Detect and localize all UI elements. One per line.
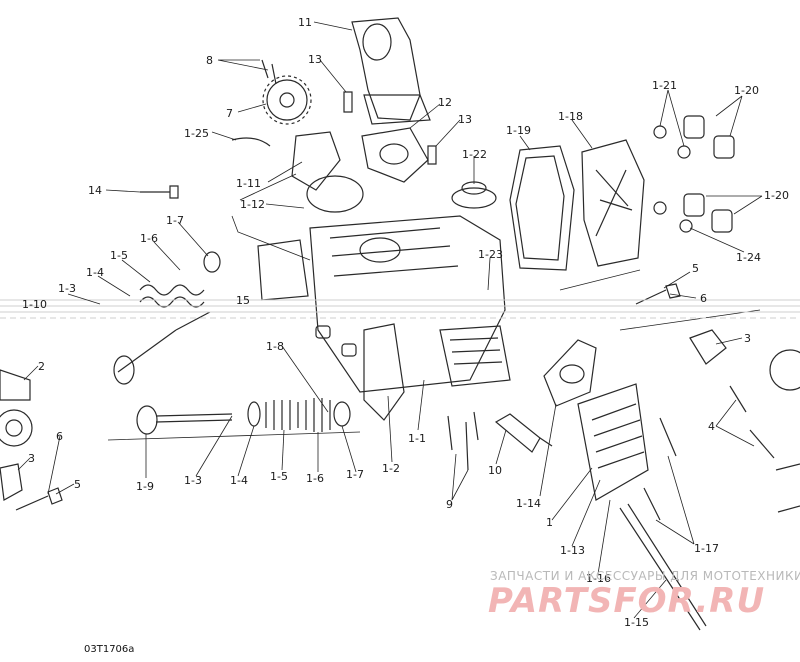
subassembly-outline: [107, 173, 761, 441]
manifold-gasket: [361, 127, 429, 183]
clip: [231, 137, 271, 147]
camshaft-left: [0, 369, 33, 447]
camshaft-right: [769, 349, 800, 513]
callout-labels: 11 8 13 12 13 7 1-25 1-11 1-22 1-19 1-18…: [22, 16, 789, 629]
bolt-14: [140, 185, 179, 199]
side-cover: [577, 383, 649, 501]
leader-lines: [17, 21, 763, 619]
callout-2: 2: [38, 360, 45, 373]
bolt-right: [635, 283, 681, 305]
callout-1: 1: [546, 516, 553, 529]
rocker-arm-left: [0, 463, 23, 501]
callout-1-22: 1-22: [462, 148, 487, 161]
bolt-left: [15, 487, 63, 511]
long-stud: [619, 503, 707, 631]
rocker-pins: [729, 385, 775, 459]
callout-12: 12: [438, 96, 452, 109]
bolt-1-17: [643, 417, 677, 521]
callout-1-20-a: 1-20: [734, 84, 759, 97]
callout-7: 7: [226, 107, 233, 120]
bolt-13-b: [427, 145, 437, 165]
callout-1-9: 1-9: [136, 480, 154, 493]
callout-1-19: 1-19: [506, 124, 531, 137]
callout-1-3-lower: 1-3: [184, 474, 202, 487]
o-ring: [306, 175, 364, 213]
intake-manifold: [351, 17, 431, 125]
callout-1-5-upper: 1-5: [110, 249, 128, 262]
callout-5-right: 5: [692, 262, 699, 275]
callout-13-b: 13: [458, 113, 472, 126]
watermark: ЗАПЧАСТИ И АКСЕССУАРЫ ДЛЯ МОТОТЕХНИКИ PA…: [488, 569, 800, 621]
callout-14: 14: [88, 184, 102, 197]
valve-upper: [113, 311, 211, 385]
callout-3-left: 3: [28, 452, 35, 465]
valve-cover: [581, 139, 645, 267]
callout-1-21: 1-21: [652, 79, 677, 92]
callout-1-4-upper: 1-4: [86, 266, 104, 279]
callout-1-13: 1-13: [560, 544, 585, 557]
callout-1-10: 1-10: [22, 298, 47, 311]
callout-1-7-lower: 1-7: [346, 468, 364, 481]
callout-1-1: 1-1: [408, 432, 426, 445]
callout-11: 11: [298, 16, 312, 29]
callout-9: 9: [446, 498, 453, 511]
figure-code: 03T1706a: [84, 644, 134, 655]
callout-1-15: 1-15: [624, 616, 649, 629]
callout-1-16: 1-16: [586, 572, 611, 585]
callout-1-25: 1-25: [184, 127, 209, 140]
watermark-brand: PARTSFOR.RU: [488, 581, 765, 621]
callout-1-8: 1-8: [266, 340, 284, 353]
callout-15: 15: [236, 294, 250, 307]
callout-1-24: 1-24: [736, 251, 761, 264]
callout-1-18: 1-18: [558, 110, 583, 123]
callout-1-12: 1-12: [240, 198, 265, 211]
callout-1-23: 1-23: [478, 248, 503, 261]
callout-1-6-lower: 1-6: [306, 472, 324, 485]
callout-1-11: 1-11: [236, 177, 261, 190]
part-drawings: [0, 17, 800, 631]
callout-1-4-lower: 1-4: [230, 474, 248, 487]
oil-passages: [315, 325, 357, 357]
callout-6-left: 6: [56, 430, 63, 443]
head-gasket: [363, 323, 405, 421]
callout-8: 8: [206, 54, 213, 67]
callout-1-2: 1-2: [382, 462, 400, 475]
callout-10: 10: [488, 464, 502, 477]
cylinder-head: [309, 215, 511, 393]
callout-1-17: 1-17: [694, 542, 719, 555]
callout-1-7-upper: 1-7: [166, 214, 184, 227]
valve-cover-gasket: [509, 145, 575, 271]
chain-guide: [291, 131, 341, 191]
callout-6-right: 6: [700, 292, 707, 305]
scan-noise-band: [0, 299, 800, 319]
callout-3-right: 3: [744, 332, 751, 345]
cam-sprocket: [262, 75, 312, 125]
rocker-arm-right: [689, 329, 727, 365]
breather: [451, 181, 497, 209]
springs-lower: [247, 398, 351, 432]
callout-5-left: 5: [74, 478, 81, 491]
spark-plug: [494, 413, 553, 453]
callout-1-14: 1-14: [516, 497, 541, 510]
bolt-13-a: [343, 91, 353, 113]
valve-lower: [136, 405, 233, 435]
callout-13-a: 13: [308, 53, 322, 66]
studs: [447, 411, 479, 471]
exhaust-gasket: [543, 339, 597, 407]
springs-upper: [139, 251, 221, 308]
watermark-caption: ЗАПЧАСТИ И АКСЕССУАРЫ ДЛЯ МОТОТЕХНИКИ: [490, 569, 800, 583]
callout-1-6-upper: 1-6: [140, 232, 158, 245]
callout-4: 4: [708, 420, 715, 433]
grommets: [653, 115, 735, 233]
callout-1-5-lower: 1-5: [270, 470, 288, 483]
callout-1-20-b: 1-20: [764, 189, 789, 202]
callout-1-3-upper: 1-3: [58, 282, 76, 295]
